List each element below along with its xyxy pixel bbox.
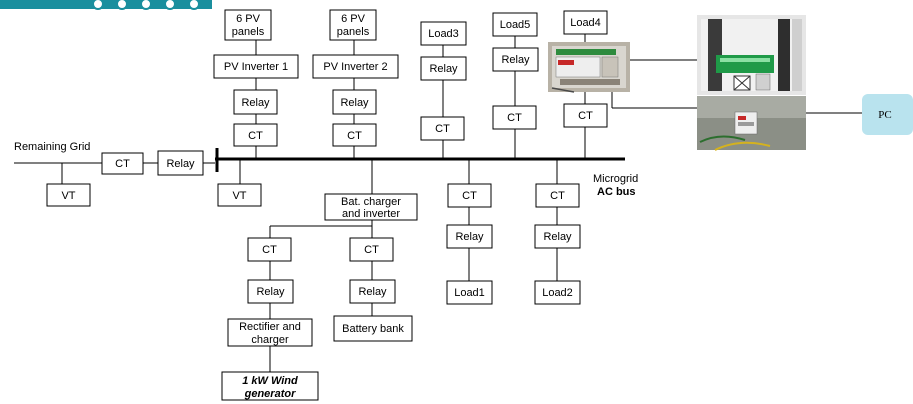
load5-relay-label: Relay: [501, 54, 530, 66]
wind-ct-label: CT: [262, 244, 277, 256]
ac-bus-label: AC bus: [597, 186, 636, 198]
load2-label: Load2: [542, 287, 573, 299]
load3-relay-box: Relay: [420, 56, 467, 81]
rectifier-box: Rectifier and charger: [227, 318, 313, 347]
pv1-ct-label: CT: [248, 130, 263, 142]
load1-relay-label: Relay: [455, 231, 484, 243]
load4-ct-box: CT: [563, 103, 608, 128]
load5-box: Load5: [492, 12, 538, 37]
bat-charger-box: Bat. charger and inverter: [324, 193, 418, 221]
load4-label: Load4: [570, 17, 601, 29]
wind-relay-label: Relay: [256, 286, 285, 298]
load5-relay-box: Relay: [492, 47, 539, 72]
pv-panels-2-line1: 6 PV: [341, 13, 366, 25]
grid-relay-box: Relay: [157, 150, 204, 176]
battery-relay-box: Relay: [349, 279, 396, 304]
wind-generator-box: 1 kW Wind generator: [221, 371, 319, 401]
grid-ct-label: CT: [115, 158, 130, 170]
load1-relay-box: Relay: [446, 224, 493, 249]
pv1-relay-label: Relay: [241, 97, 270, 109]
load3-label: Load3: [428, 28, 459, 40]
grid-ct-box: CT: [101, 152, 144, 175]
wind-generator-line2: generator: [244, 388, 296, 400]
bat-charger-line2: and inverter: [342, 208, 400, 220]
pv-panels-2-box: 6 PV panels: [329, 9, 377, 41]
panel-installation-photo: [697, 15, 806, 95]
pv-inverter-2-box: PV Inverter 2: [312, 54, 399, 79]
grid-vt-box: VT: [46, 183, 91, 207]
battery-bank-box: Battery bank: [333, 315, 413, 342]
pv-panels-1-box: 6 PV panels: [224, 9, 272, 41]
load2-box: Load2: [534, 280, 581, 305]
header-band: [0, 0, 212, 10]
pv2-ct-label: CT: [347, 130, 362, 142]
grid-vt-label: VT: [61, 190, 75, 202]
pv-panels-1-line1: 6 PV: [236, 13, 261, 25]
load1-ct-box: CT: [447, 183, 492, 208]
load1-ct-label: CT: [462, 190, 477, 202]
load5-label: Load5: [500, 19, 531, 31]
pv-inverter-2-label: PV Inverter 2: [323, 61, 387, 73]
remaining-grid-label: Remaining Grid: [14, 141, 90, 153]
load2-relay-box: Relay: [534, 224, 581, 249]
load1-box: Load1: [446, 280, 493, 305]
sensor-device-photo: [697, 96, 806, 151]
pc-label: PC: [878, 109, 891, 121]
load1-label: Load1: [454, 287, 485, 299]
pv2-relay-label: Relay: [340, 97, 369, 109]
microgrid-label: Microgrid: [593, 173, 638, 185]
pv1-relay-box: Relay: [233, 89, 278, 115]
battery-relay-label: Relay: [358, 286, 387, 298]
pv2-relay-box: Relay: [332, 89, 377, 115]
connection-lines: [14, 34, 862, 372]
battery-bank-label: Battery bank: [342, 323, 404, 335]
bat-charger-line1: Bat. charger: [341, 196, 401, 208]
pv-panels-2-line2: panels: [337, 26, 370, 38]
load4-box: Load4: [563, 10, 608, 35]
pv-inverter-1-box: PV Inverter 1: [213, 54, 299, 79]
battery-ct-box: CT: [349, 237, 394, 262]
load2-ct-box: CT: [535, 183, 580, 208]
bus-vt-box: VT: [217, 183, 262, 207]
load3-relay-label: Relay: [429, 63, 458, 75]
load5-ct-label: CT: [507, 112, 522, 124]
load2-ct-label: CT: [550, 190, 565, 202]
bus-vt-label: VT: [232, 190, 246, 202]
load3-box: Load3: [420, 21, 467, 46]
pv2-ct-box: CT: [332, 123, 377, 147]
rectifier-line1: Rectifier and: [239, 321, 301, 333]
load2-relay-label: Relay: [543, 231, 572, 243]
wind-relay-box: Relay: [247, 279, 294, 304]
load3-ct-box: CT: [420, 116, 465, 141]
pv-inverter-1-label: PV Inverter 1: [224, 61, 288, 73]
load5-ct-box: CT: [492, 105, 537, 130]
pv-panels-1-line2: panels: [232, 26, 265, 38]
measurement-device-photo: [548, 42, 630, 93]
pc-box: PC: [862, 94, 913, 135]
wind-ct-box: CT: [247, 237, 292, 262]
battery-ct-label: CT: [364, 244, 379, 256]
load3-ct-label: CT: [435, 123, 450, 135]
pv1-ct-box: CT: [233, 123, 278, 147]
rectifier-line2: charger: [251, 334, 289, 346]
grid-relay-label: Relay: [166, 158, 195, 170]
load4-ct-label: CT: [578, 110, 593, 122]
wind-generator-line1: 1 kW Wind: [242, 375, 298, 387]
